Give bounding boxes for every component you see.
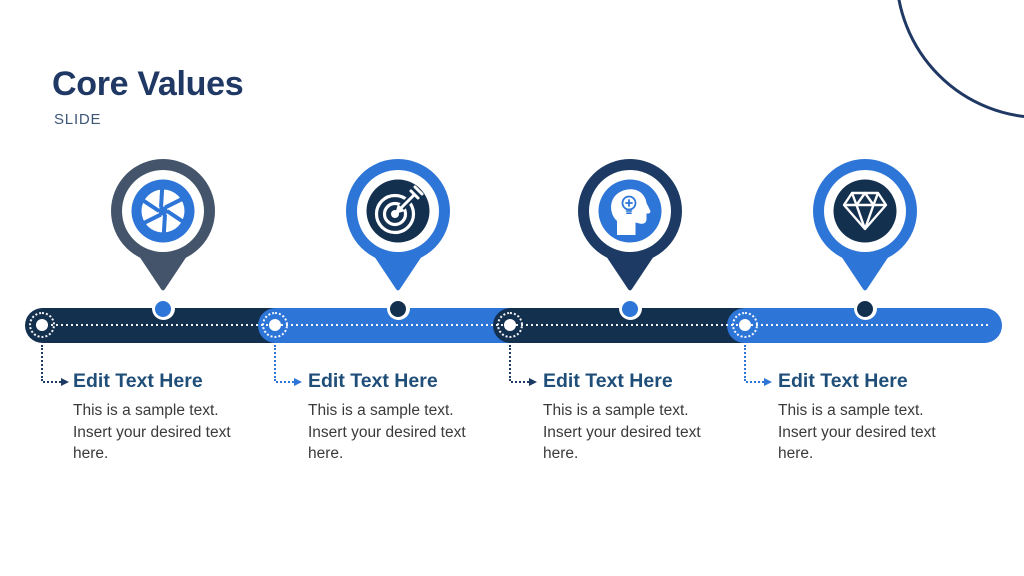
head-lightbulb-icon <box>611 189 651 235</box>
dotted-ring <box>29 312 55 338</box>
map-pin-3[interactable] <box>575 156 685 301</box>
timeline-marker-3 <box>497 312 523 338</box>
dotted-ring <box>732 312 758 338</box>
text-placeholder-4[interactable]: Edit Text Here This is a sample text. In… <box>778 370 958 465</box>
timeline-marker-1 <box>29 312 55 338</box>
timeline-marker-2 <box>262 312 288 338</box>
connector-arrow-4 <box>764 378 772 386</box>
item-body[interactable]: This is a sample text. Insert your desir… <box>778 402 936 463</box>
connector-arrow-3 <box>529 378 537 386</box>
text-placeholder-1[interactable]: Edit Text Here This is a sample text. In… <box>73 370 253 465</box>
aperture-icon <box>141 187 185 235</box>
connector-line-1 <box>41 345 43 381</box>
target-arrow-icon <box>374 185 424 235</box>
item-heading[interactable]: Edit Text Here <box>778 370 908 392</box>
timeline-node-3 <box>618 297 642 320</box>
marker-dot <box>739 319 751 331</box>
marker-dot <box>269 319 281 331</box>
item-heading[interactable]: Edit Text Here <box>308 370 438 392</box>
connector-arrow-1 <box>61 378 69 386</box>
page-subtitle: SLIDE <box>54 111 102 128</box>
marker-dot <box>36 319 48 331</box>
connector-line-4 <box>746 381 764 383</box>
text-placeholder-3[interactable]: Edit Text Here This is a sample text. In… <box>543 370 723 465</box>
dotted-ring <box>262 312 288 338</box>
timeline-node-4 <box>853 297 877 320</box>
item-body[interactable]: This is a sample text. Insert your desir… <box>308 402 466 463</box>
decorative-arc <box>895 0 1024 119</box>
item-heading[interactable]: Edit Text Here <box>543 370 673 392</box>
map-pin-4[interactable] <box>810 156 920 301</box>
connector-line-2 <box>276 381 294 383</box>
connector-line-3 <box>511 381 529 383</box>
map-pin-2[interactable] <box>343 156 453 301</box>
timeline-node-2 <box>386 297 410 320</box>
item-heading[interactable]: Edit Text Here <box>73 370 203 392</box>
timeline-marker-4 <box>732 312 758 338</box>
timeline-node-1 <box>151 297 175 320</box>
diamond-icon <box>842 191 888 231</box>
connector-line-2 <box>274 345 276 381</box>
map-pin-1[interactable] <box>108 156 218 301</box>
item-body[interactable]: This is a sample text. Insert your desir… <box>73 402 231 463</box>
text-placeholder-2[interactable]: Edit Text Here This is a sample text. In… <box>308 370 488 465</box>
connector-line-1 <box>43 381 61 383</box>
dotted-ring <box>497 312 523 338</box>
connector-line-3 <box>509 345 511 381</box>
connector-line-4 <box>744 345 746 381</box>
marker-dot <box>504 319 516 331</box>
page-title: Core Values <box>52 65 244 103</box>
connector-arrow-2 <box>294 378 302 386</box>
item-body[interactable]: This is a sample text. Insert your desir… <box>543 402 701 463</box>
